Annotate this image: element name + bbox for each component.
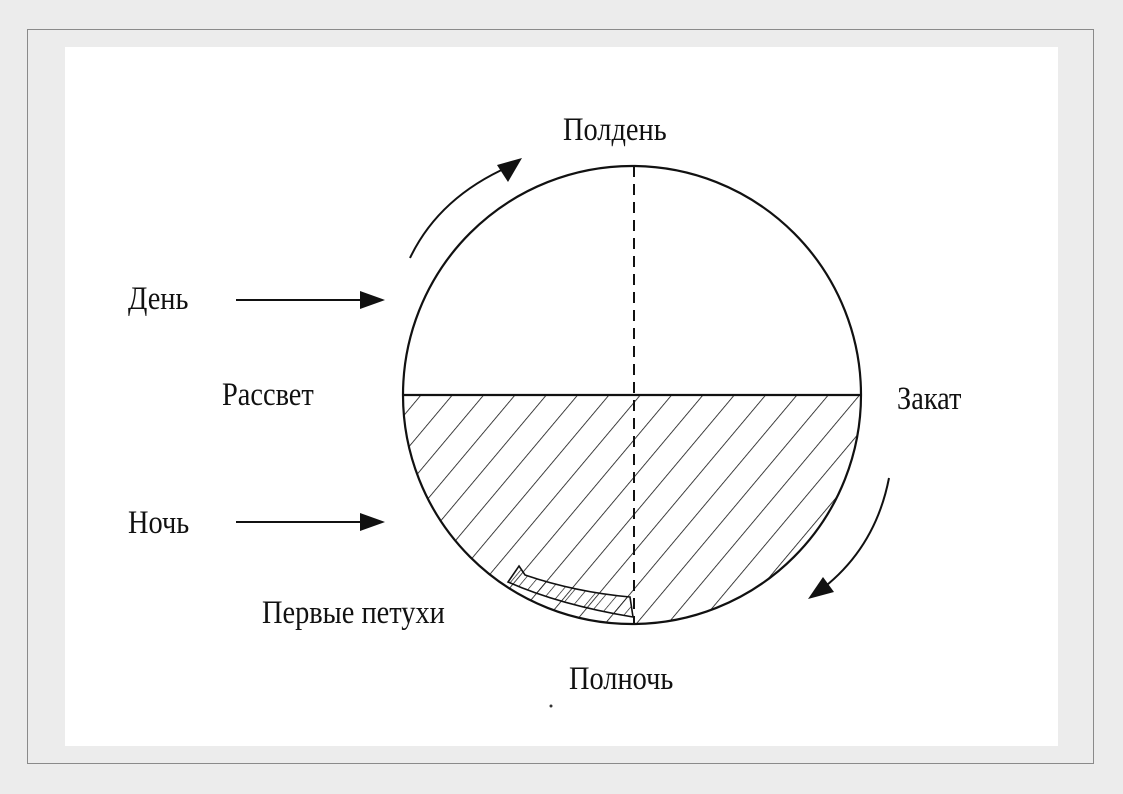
curved-arrow-lower-head-icon	[808, 577, 834, 599]
night-arrow-head-icon	[360, 513, 385, 531]
night-hatched-area	[403, 395, 861, 624]
day-label: День	[128, 281, 189, 317]
first-roosters-label: Первые петухи	[262, 595, 445, 631]
noon-label: Полдень	[563, 112, 667, 148]
dawn-label: Рассвет	[222, 377, 314, 413]
day-arrow-head-icon	[360, 291, 385, 309]
sunset-label: Закат	[897, 381, 962, 417]
curved-arrow-lower	[817, 477, 890, 593]
speck	[549, 704, 553, 708]
night-label: Ночь	[128, 505, 190, 541]
midnight-label: Полночь	[569, 661, 674, 697]
curved-arrow-upper	[409, 163, 516, 259]
curved-arrow-upper-head-icon	[497, 158, 522, 182]
